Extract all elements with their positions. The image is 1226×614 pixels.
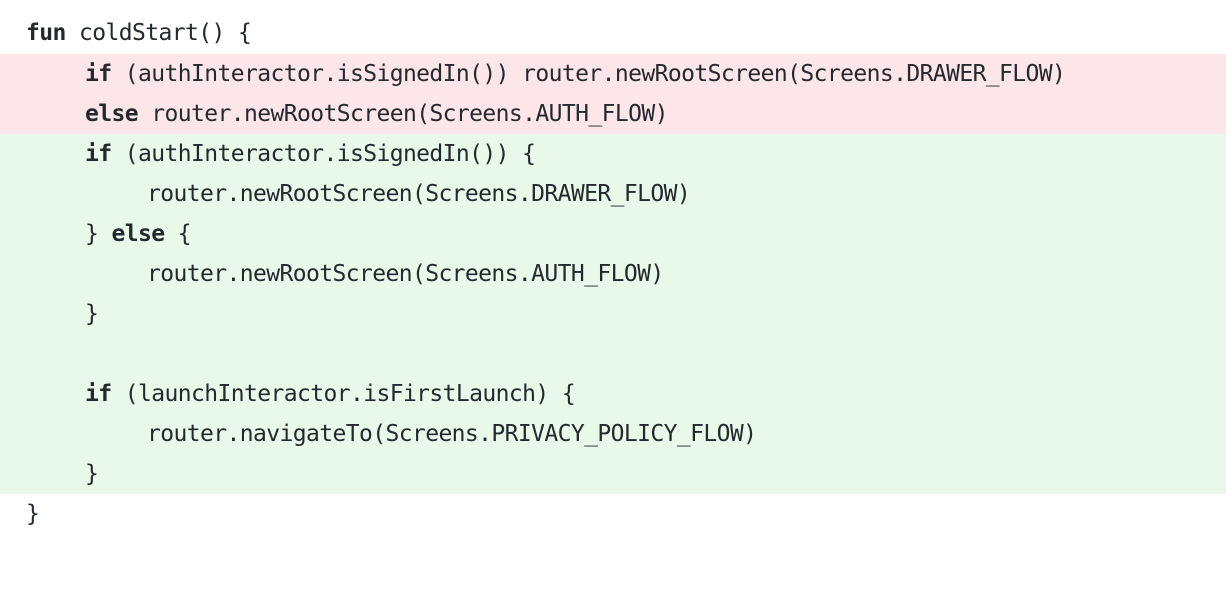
code-text: (authInteractor.isSignedIn()) {: [111, 141, 536, 167]
code-line: if (authInteractor.isSignedIn()) router.…: [26, 54, 1066, 94]
code-text: }: [85, 461, 99, 487]
code-line: if (authInteractor.isSignedIn()) {: [26, 134, 536, 174]
diff-line-added: router.newRootScreen(Screens.AUTH_FLOW): [0, 254, 1226, 294]
code-line: }: [26, 494, 40, 534]
code-text: coldStart() {: [65, 20, 252, 46]
keyword: if: [85, 61, 112, 87]
code-line: } else {: [26, 214, 192, 254]
keyword: else: [85, 101, 139, 127]
code-line: else router.newRootScreen(Screens.AUTH_F…: [26, 94, 668, 134]
code-line: fun coldStart() {: [26, 13, 252, 53]
code-text: router.navigateTo(Screens.PRIVACY_POLICY…: [147, 421, 757, 447]
diff-line-added: if (launchInteractor.isFirstLaunch) {: [0, 374, 1226, 414]
keyword: if: [85, 141, 112, 167]
code-line: }: [26, 294, 99, 334]
code-text: }: [85, 301, 99, 327]
diff-line-removed: if (authInteractor.isSignedIn()) router.…: [0, 54, 1226, 94]
code-line: router.newRootScreen(Screens.AUTH_FLOW): [26, 254, 664, 294]
diff-line-added: }: [0, 454, 1226, 494]
code-text: router.newRootScreen(Screens.AUTH_FLOW): [147, 261, 664, 287]
code-diff-view: fun coldStart() { if (authInteractor.isS…: [0, 13, 1226, 534]
diff-line-added: if (authInteractor.isSignedIn()) {: [0, 134, 1226, 174]
keyword: if: [85, 381, 112, 407]
code-text: router.newRootScreen(Screens.DRAWER_FLOW…: [147, 181, 691, 207]
code-line: if (launchInteractor.isFirstLaunch) {: [26, 374, 576, 414]
diff-line-added: }: [0, 294, 1226, 334]
diff-line-removed: else router.newRootScreen(Screens.AUTH_F…: [0, 94, 1226, 134]
code-prefix: }: [85, 221, 112, 247]
code-line: router.newRootScreen(Screens.DRAWER_FLOW…: [26, 174, 691, 214]
code-line: router.navigateTo(Screens.PRIVACY_POLICY…: [26, 414, 757, 454]
diff-line-context: }: [0, 494, 1226, 534]
keyword: else: [111, 221, 166, 247]
code-line: }: [26, 454, 99, 494]
code-text: }: [26, 501, 40, 527]
keyword: fun: [26, 20, 66, 46]
diff-line-added: router.navigateTo(Screens.PRIVACY_POLICY…: [0, 414, 1226, 454]
code-text: (launchInteractor.isFirstLaunch) {: [111, 381, 576, 407]
diff-line-added: } else {: [0, 214, 1226, 254]
code-text: (authInteractor.isSignedIn()) router.new…: [111, 61, 1066, 87]
code-text: router.newRootScreen(Screens.AUTH_FLOW): [138, 101, 668, 127]
diff-line-context: fun coldStart() {: [0, 13, 1226, 53]
diff-line-added-empty: [0, 334, 1226, 374]
diff-line-added: router.newRootScreen(Screens.DRAWER_FLOW…: [0, 174, 1226, 214]
code-text: {: [164, 221, 192, 247]
